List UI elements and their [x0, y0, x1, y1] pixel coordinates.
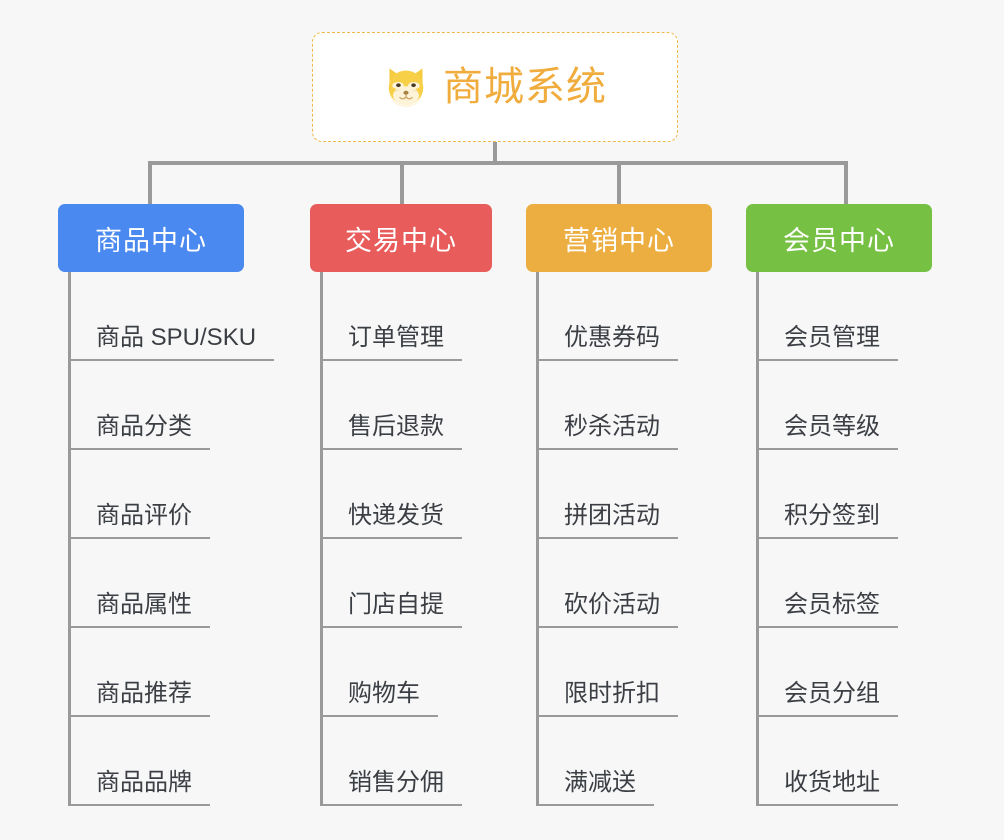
leaf-label: 快递发货: [320, 501, 462, 539]
leaf-label: 商品品牌: [68, 768, 210, 806]
list-item[interactable]: 满减送: [526, 717, 712, 806]
leaf-label: 会员管理: [756, 323, 898, 361]
children-spine-1: [68, 272, 71, 806]
connector-drop-4: [844, 161, 848, 206]
list-item[interactable]: 商品品牌: [58, 717, 244, 806]
column-3: 营销中心 优惠券码 秒杀活动 拼团活动 砍价活动 限时折扣 满减送: [526, 204, 712, 806]
category-header-1[interactable]: 商品中心: [58, 204, 244, 272]
list-item[interactable]: 秒杀活动: [526, 361, 712, 450]
leaf-label: 满减送: [536, 768, 654, 806]
leaf-label: 秒杀活动: [536, 412, 678, 450]
leaf-label: 收货地址: [756, 768, 898, 806]
dog-face-icon: [388, 68, 424, 108]
list-item[interactable]: 拼团活动: [526, 450, 712, 539]
list-item[interactable]: 积分签到: [746, 450, 932, 539]
root-title: 商城系统: [443, 65, 607, 109]
category-header-2[interactable]: 交易中心: [310, 204, 492, 272]
children-list-2: 订单管理 售后退款 快递发货 门店自提 购物车 销售分佣: [310, 272, 492, 806]
leaf-label: 拼团活动: [536, 501, 678, 539]
column-1: 商品中心 商品 SPU/SKU 商品分类 商品评价 商品属性 商品推荐 商品品牌: [58, 204, 275, 806]
children-list-4: 会员管理 会员等级 积分签到 会员标签 会员分组 收货地址: [746, 272, 932, 806]
children-list-1: 商品 SPU/SKU 商品分类 商品评价 商品属性 商品推荐 商品品牌: [58, 272, 275, 806]
leaf-label: 会员分组: [756, 679, 898, 717]
list-item[interactable]: 商品属性: [58, 539, 244, 628]
list-item[interactable]: 会员分组: [746, 628, 932, 717]
leaf-label: 订单管理: [320, 323, 462, 361]
list-item[interactable]: 商品评价: [58, 450, 244, 539]
leaf-label: 优惠券码: [536, 323, 678, 361]
list-item[interactable]: 门店自提: [310, 539, 492, 628]
leaf-label: 会员等级: [756, 412, 898, 450]
leaf-label: 门店自提: [320, 590, 462, 628]
children-spine-4: [756, 272, 759, 806]
root-node[interactable]: 商城系统: [312, 32, 678, 142]
leaf-label: 商品分类: [68, 412, 210, 450]
connector-drop-2: [400, 161, 404, 206]
list-item[interactable]: 优惠券码: [526, 272, 712, 361]
leaf-label: 积分签到: [756, 501, 898, 539]
list-item[interactable]: 商品推荐: [58, 628, 244, 717]
children-list-3: 优惠券码 秒杀活动 拼团活动 砍价活动 限时折扣 满减送: [526, 272, 712, 806]
list-item[interactable]: 会员等级: [746, 361, 932, 450]
leaf-label: 砍价活动: [536, 590, 678, 628]
leaf-label: 购物车: [320, 679, 438, 717]
leaf-label: 会员标签: [756, 590, 898, 628]
list-item[interactable]: 快递发货: [310, 450, 492, 539]
list-item[interactable]: 商品 SPU/SKU: [58, 272, 275, 361]
list-item[interactable]: 收货地址: [746, 717, 932, 806]
category-header-4[interactable]: 会员中心: [746, 204, 932, 272]
category-header-3[interactable]: 营销中心: [526, 204, 712, 272]
list-item[interactable]: 订单管理: [310, 272, 492, 361]
connector-root-stem: [493, 142, 497, 163]
list-item[interactable]: 会员标签: [746, 539, 932, 628]
column-4: 会员中心 会员管理 会员等级 积分签到 会员标签 会员分组 收货地址: [746, 204, 932, 806]
list-item[interactable]: 砍价活动: [526, 539, 712, 628]
leaf-label: 商品 SPU/SKU: [68, 323, 275, 361]
leaf-label: 商品评价: [68, 501, 210, 539]
list-item[interactable]: 限时折扣: [526, 628, 712, 717]
leaf-label: 商品属性: [68, 590, 210, 628]
connector-drop-1: [148, 161, 152, 206]
children-spine-3: [536, 272, 539, 806]
leaf-label: 销售分佣: [320, 768, 462, 806]
list-item[interactable]: 会员管理: [746, 272, 932, 361]
leaf-label: 售后退款: [320, 412, 462, 450]
list-item[interactable]: 售后退款: [310, 361, 492, 450]
connector-drop-3: [617, 161, 621, 206]
list-item[interactable]: 购物车: [310, 628, 492, 717]
list-item[interactable]: 销售分佣: [310, 717, 492, 806]
leaf-label: 商品推荐: [68, 679, 210, 717]
leaf-label: 限时折扣: [536, 679, 678, 717]
list-item[interactable]: 商品分类: [58, 361, 244, 450]
children-spine-2: [320, 272, 323, 806]
connector-bus: [148, 161, 848, 165]
column-2: 交易中心 订单管理 售后退款 快递发货 门店自提 购物车 销售分佣: [310, 204, 492, 806]
